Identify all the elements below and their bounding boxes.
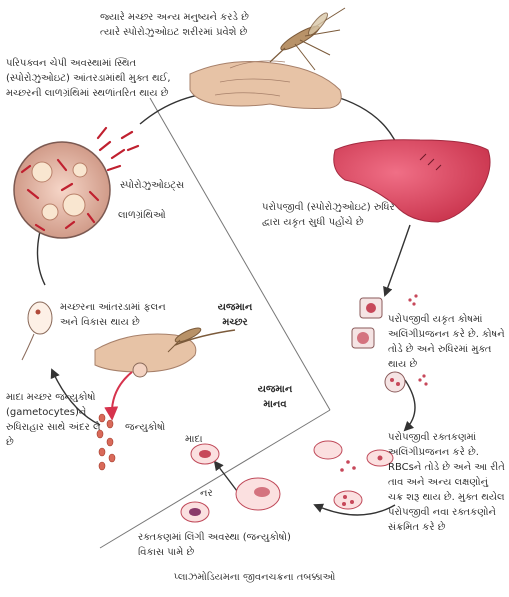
label-gut-fertilization: મચ્છરના આંતરડામાં ફલન અને વિકાસ થાય છે: [60, 300, 170, 330]
label-mosquito-bite: જ્યારે મચ્છર અન્ય મનુષ્યને કરડે છે ત્યાર…: [100, 10, 270, 40]
label-salivary-glands: લાળગ્રંથિઓ: [118, 208, 166, 223]
label-sexual-stage: રક્તકણમાં લિંગી અવસ્થા (જન્યુકોષો) વિકાસ…: [138, 530, 298, 560]
blood-meal-arrow: [112, 372, 132, 418]
mosquito-top-icon: [270, 8, 345, 70]
figure-caption: પ્લાઝમોડિયમના જીવનચક્રના તબક્કાઓ: [0, 572, 509, 583]
hand-mosquito-middle-illustration: [95, 325, 235, 377]
salivary-gland-icon: [14, 142, 110, 238]
label-liver-cells: પરોપજીવી યકૃત કોષમાં અલિંગીપ્રજનન કરે છે…: [388, 312, 506, 372]
label-gametes: જન્યુકોષો: [125, 420, 165, 435]
label-to-liver: પરોપજીવી (સ્પોરોઝુઓઇટ) રુધિર દ્વારા યકૃત…: [262, 200, 397, 230]
label-host-human: યજમાન માનવ: [245, 382, 305, 412]
label-mature-stage: પરિપક્વન ચેપી અવસ્થામાં સ્થિત (સ્પોરોઝુઓ…: [6, 56, 186, 101]
label-female-gametocytes: માદા મચ્છર જન્યુકોષો (gametocytes)ને રુધ…: [6, 390, 106, 450]
oocyst-icon: [22, 302, 52, 360]
sporozoites-released-icon: [98, 128, 138, 170]
label-sporozoites: સ્પોરોઝુઓઇટ્સ: [120, 178, 184, 193]
hand-top-illustration: [190, 61, 341, 109]
label-female: માદા: [185, 432, 203, 447]
rbc-cycle-icon: [181, 441, 393, 522]
label-male: નર: [200, 486, 213, 501]
label-rbc-reproduction: પરોપજીવી રક્તકણમાં અલિંગીપ્રજનન કરે છે. …: [388, 430, 506, 535]
label-host-mosquito: યજમાન મચ્છર: [210, 300, 260, 330]
